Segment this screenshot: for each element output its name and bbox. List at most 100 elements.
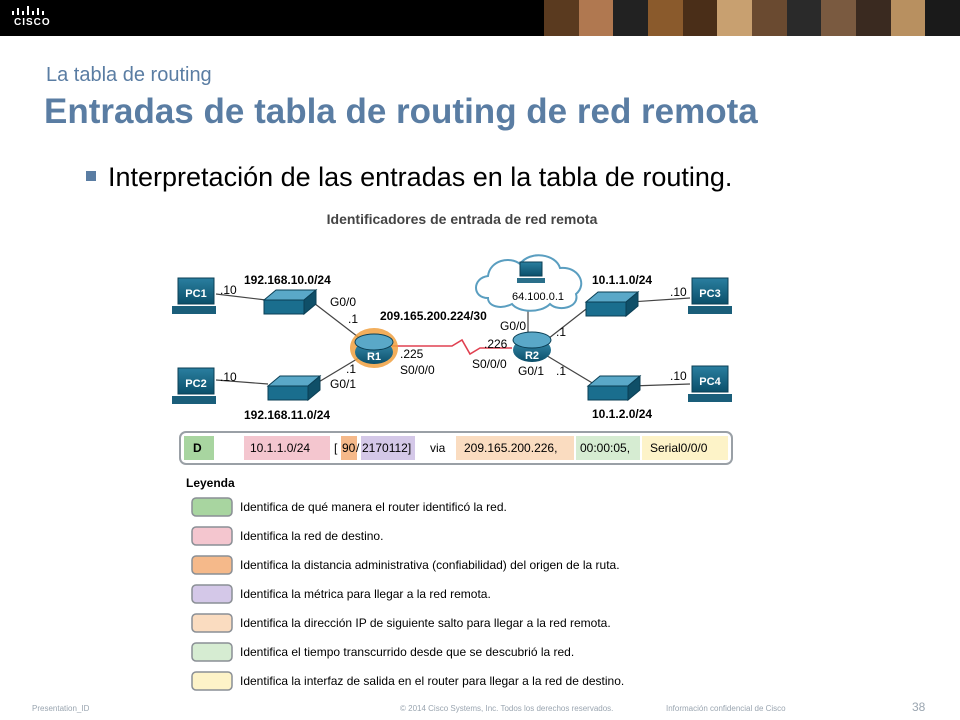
- pc1-label: PC1: [185, 288, 206, 300]
- cisco-logo-icon: [12, 6, 44, 15]
- route-slash: /: [356, 441, 360, 455]
- header-photo: [613, 0, 649, 36]
- cloud-ip-label: 64.100.0.1: [512, 291, 564, 303]
- link-sw4-pc4: [631, 383, 691, 387]
- route-time: 00:00:05,: [580, 441, 630, 455]
- link-pc1-sw1: [215, 293, 267, 301]
- slide-title: Entradas de tabla de routing de red remo…: [44, 92, 758, 131]
- legend-swatch: [191, 526, 233, 546]
- net-pc3-label: 10.1.1.0/24: [592, 273, 652, 287]
- link-r2-sw4: [543, 353, 595, 385]
- legend-text: Identifica la métrica para llegar a la r…: [240, 587, 491, 601]
- route-interface: Serial0/0/0: [650, 441, 708, 455]
- route-entry: D 10.1.1.0/24 [ 90 / 2170112] via 209.16…: [179, 431, 733, 465]
- legend-swatch: [191, 555, 233, 575]
- header-photo: [925, 0, 960, 36]
- internet-cloud-icon: [475, 254, 583, 312]
- r2-serial-if-label: S0/0/0: [472, 357, 507, 371]
- pc4-host-label: .10: [670, 369, 687, 383]
- legend-swatch: [191, 642, 233, 662]
- legend-text: Identifica la red de destino.: [240, 529, 383, 543]
- route-network-highlight: [244, 436, 330, 460]
- route-metric-highlight: [361, 436, 415, 460]
- header-photo: [578, 0, 614, 36]
- pc4-label: PC4: [699, 376, 721, 388]
- legend-title: Leyenda: [186, 476, 235, 490]
- cisco-logo-text: CISCO: [14, 17, 51, 28]
- net-pc1-label: 192.168.10.0/24: [244, 273, 331, 287]
- switch3-icon: [584, 290, 640, 318]
- pc2-icon: PC2: [172, 367, 216, 404]
- route-nexthop-highlight: [456, 436, 574, 460]
- header-photo-strip: [544, 0, 960, 36]
- legend-text: Identifica la distancia administrativa (…: [240, 558, 620, 572]
- r1-g01-ip-label: .1: [346, 362, 356, 376]
- pc1-icon: PC1: [172, 277, 216, 314]
- net-pc2-label: 192.168.11.0/24: [244, 408, 330, 422]
- legend-text: Identifica la interfaz de salida en el r…: [240, 674, 624, 688]
- legend-swatch: [191, 613, 233, 633]
- route-next-hop: 209.165.200.226,: [464, 441, 557, 455]
- header-photo: [890, 0, 926, 36]
- slide-subtitle: La tabla de routing: [46, 64, 212, 86]
- link-sw3-pc3: [629, 297, 691, 303]
- r1-g01-if-label: G0/1: [330, 377, 356, 391]
- pc2-host-label: .10: [220, 370, 237, 384]
- r2-g00-ip-label: .1: [556, 325, 566, 339]
- switch4-icon: [586, 374, 642, 402]
- header-photo: [717, 0, 753, 36]
- router-r2-icon: R2: [512, 331, 552, 362]
- cloud-server-icon: [517, 261, 545, 283]
- r1-g00-if-label: G0/0: [330, 295, 356, 309]
- legend-swatch: [191, 671, 233, 691]
- pc4-icon: PC4: [688, 365, 732, 402]
- r1-g00-ip-label: .1: [348, 312, 358, 326]
- pc3-icon: PC3: [688, 277, 732, 314]
- route-interface-highlight: [642, 436, 728, 460]
- legend-swatch: [191, 584, 233, 604]
- footer-presentation-id: Presentation_ID: [32, 704, 90, 713]
- header-photo: [648, 0, 683, 36]
- route-network: 10.1.1.0/24: [250, 441, 310, 455]
- route-code-highlight: [184, 436, 214, 460]
- switch1-icon: [262, 288, 318, 316]
- header-photo: [544, 0, 579, 36]
- bullet-point: Interpretación de las entradas en la tab…: [86, 162, 732, 193]
- legend-swatch: [191, 497, 233, 517]
- r1-serial-if-label: S0/0/0: [400, 363, 435, 377]
- r2-g00-if-label: G0/0: [500, 319, 526, 333]
- header-photo: [682, 0, 718, 36]
- route-time-highlight: [576, 436, 640, 460]
- serial-link-zigzag: [392, 338, 512, 356]
- router-r1-icon: R1: [350, 328, 398, 368]
- diagram-title: Identificadores de entrada de red remota: [327, 211, 598, 227]
- serial-net-label: 209.165.200.224/30: [380, 309, 487, 323]
- pc3-label: PC3: [699, 288, 720, 300]
- square-bullet-icon: [86, 171, 96, 181]
- bullet-text: Interpretación de las entradas en la tab…: [108, 162, 733, 192]
- pc1-host-label: .10: [220, 283, 237, 297]
- route-ad: 90: [342, 441, 356, 455]
- link-r2-sw3: [543, 305, 591, 343]
- network-links: [215, 293, 691, 387]
- header-photo: [752, 0, 787, 36]
- legend-text: Identifica el tiempo transcurrido desde …: [240, 645, 574, 659]
- header-photo: [821, 0, 857, 36]
- legend-text: Identifica la dirección IP de siguiente …: [240, 616, 611, 630]
- footer-copyright: © 2014 Cisco Systems, Inc. Todos los der…: [400, 704, 614, 713]
- footer-confidential: Información confidencial de Cisco: [666, 704, 786, 713]
- page-number: 38: [912, 700, 926, 714]
- legend: Identifica de qué manera el router ident…: [191, 497, 624, 691]
- r2-g01-ip-label: .1: [556, 364, 566, 378]
- header-photo: [786, 0, 822, 36]
- link-sw1-r1: [309, 299, 363, 341]
- pc2-label: PC2: [185, 378, 206, 390]
- r1-serial-ip-label: .225: [400, 347, 424, 361]
- route-code: D: [193, 441, 202, 455]
- route-via: via: [430, 441, 446, 455]
- header-photo: [856, 0, 891, 36]
- r2-label: R2: [525, 350, 539, 362]
- route-metric: 2170112]: [362, 441, 411, 455]
- route-ad-highlight: [341, 436, 357, 460]
